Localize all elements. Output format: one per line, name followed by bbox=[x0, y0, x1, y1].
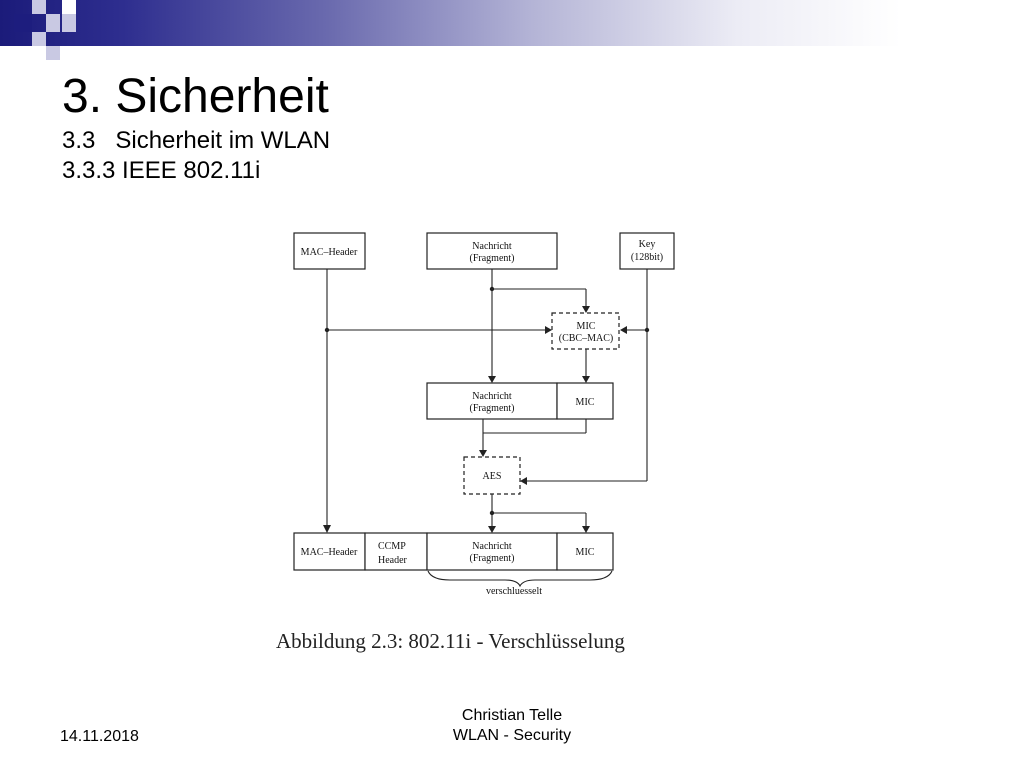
nachricht-box-top bbox=[426, 232, 558, 270]
mic-label-bottom: MIC bbox=[576, 547, 595, 558]
slide-subtitle-section: 3.3 Sicherheit im WLAN bbox=[62, 127, 331, 154]
mic-box-bottom bbox=[556, 532, 614, 571]
footer-date: 14.11.2018 bbox=[60, 728, 139, 745]
header-gradient-band bbox=[0, 0, 1024, 46]
figure-caption: Abbildung 2.3: 802.11i - Verschlüsselung bbox=[276, 629, 625, 653]
junction-dot bbox=[324, 327, 330, 333]
aes-box bbox=[463, 456, 521, 495]
decor-square-light bbox=[46, 14, 60, 32]
decor-square-light bbox=[46, 46, 60, 60]
decor-square-white bbox=[62, 0, 76, 14]
arrowhead bbox=[620, 326, 627, 334]
mic-box-mid bbox=[556, 382, 614, 420]
slide-title: 3. Sicherheit bbox=[62, 70, 329, 123]
footer-topic: WLAN - Security bbox=[452, 727, 572, 744]
ccmp-label: CCMP bbox=[378, 541, 406, 552]
mac-header-label-bottom: MAC–Header bbox=[301, 547, 358, 558]
mic-label-mid: MIC bbox=[576, 397, 595, 408]
key-box bbox=[619, 232, 675, 270]
decor-square-dark bbox=[14, 14, 32, 32]
arrowhead bbox=[582, 376, 590, 383]
key-size-label: (128bit) bbox=[631, 252, 663, 263]
encrypted-label: verschluesselt bbox=[486, 586, 542, 597]
title-block: 3. Sicherheit 3.3 Sicherheit im WLAN 3.3… bbox=[62, 68, 330, 186]
footer-author: Christian Telle bbox=[461, 707, 563, 724]
ccmp-header-box bbox=[364, 532, 428, 571]
decor-square-light bbox=[32, 0, 46, 14]
mac-header-box-top bbox=[293, 232, 366, 270]
decor-square-light bbox=[62, 14, 76, 32]
fragment-label-bottom: (Fragment) bbox=[470, 553, 515, 564]
mac-header-label-top: MAC–Header bbox=[301, 247, 358, 258]
arrowhead bbox=[323, 525, 331, 533]
fragment-label-top: (Fragment) bbox=[470, 253, 515, 264]
arrowhead bbox=[488, 526, 496, 533]
encrypted-brace bbox=[427, 570, 613, 588]
arrowhead bbox=[520, 477, 527, 485]
key-label: Key bbox=[639, 239, 656, 250]
decor-square-white bbox=[14, 46, 32, 60]
cbc-mac-label: (CBC–MAC) bbox=[559, 333, 613, 344]
nachricht-box-mid bbox=[426, 382, 558, 420]
arrowhead bbox=[582, 306, 590, 313]
fragment-label-mid: (Fragment) bbox=[470, 403, 515, 414]
arrowhead bbox=[488, 376, 496, 383]
nachricht-label-mid: Nachricht bbox=[472, 391, 512, 402]
decor-square-light bbox=[32, 32, 46, 46]
nachricht-label-bottom: Nachricht bbox=[472, 541, 512, 552]
aes-label: AES bbox=[483, 471, 502, 482]
arrowhead bbox=[545, 326, 552, 334]
mic-cbc-mac-box bbox=[551, 312, 620, 350]
mic-cbc-label: MIC bbox=[577, 321, 596, 332]
slide-subtitle-subsection: 3.3.3 IEEE 802.11i bbox=[62, 157, 261, 184]
arrowhead bbox=[582, 526, 590, 533]
nachricht-box-bottom bbox=[426, 532, 558, 571]
nachricht-label-top: Nachricht bbox=[472, 241, 512, 252]
arrowhead bbox=[479, 450, 487, 457]
ccmp-header-label: Header bbox=[378, 555, 408, 566]
footer-center: Christian Telle WLAN - Security bbox=[412, 706, 612, 746]
mac-header-box-bottom bbox=[293, 532, 366, 571]
